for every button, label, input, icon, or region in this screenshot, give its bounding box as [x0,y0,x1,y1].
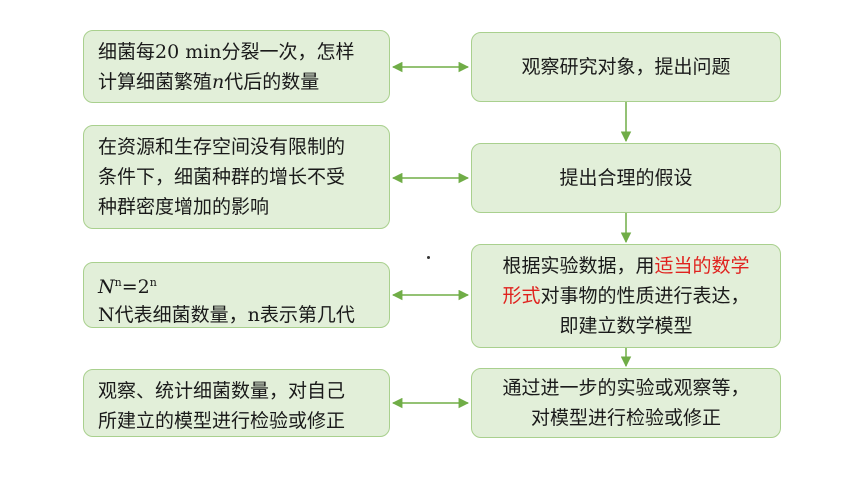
highlight-text: 形式 [502,285,541,307]
right-box-build-line3: 即建立数学模型 [559,315,693,337]
left-box-model-line2: N代表细菌数量，n表示第几代 [98,304,355,326]
right-box-observe-text: 观察研究对象，提出问题 [521,56,731,78]
text-part: 根据实验数据，用 [502,255,655,277]
formula-exp: n [114,276,122,289]
right-box-build-model: 根据实验数据，用适当的数学 形式对事物的性质进行表达， 即建立数学模型 [471,244,781,348]
text-part: 对事物的性质进行表达， [540,285,750,307]
left-box-question-line2: 计算细菌繁殖n代后的数量 [98,67,375,97]
left-box-verify-line2: 所建立的模型进行检验或修正 [98,410,346,432]
left-box-question: 细菌每20 min分裂一次，怎样 计算细菌繁殖n代后的数量 [83,30,390,103]
variable-n: n [212,71,225,93]
formula-exp2: n [149,276,157,289]
right-box-build-line2: 形式对事物的性质进行表达， [502,281,749,311]
formula: Nn=2n [98,269,375,301]
text-part: 计算细菌繁殖 [98,71,213,93]
highlight-text: 适当的数学 [654,255,750,277]
left-box-assumption-line3: 种群密度增加的影响 [98,196,270,218]
right-box-hypothesis-text: 提出合理的假设 [559,167,693,189]
formula-base: N [98,276,115,298]
stray-dot [427,256,430,259]
right-box-test: 通过进一步的实验或观察等， 对模型进行检验或修正 [471,368,781,438]
left-box-model: Nn=2n N代表细菌数量，n表示第几代 [83,262,390,328]
right-box-hypothesis: 提出合理的假设 [471,143,781,213]
formula-eq: =2 [121,276,150,298]
left-box-verify-line1: 观察、统计细菌数量，对自己 [98,380,346,402]
right-box-observe: 观察研究对象，提出问题 [471,32,781,102]
right-box-test-line1: 通过进一步的实验或观察等， [502,377,750,399]
left-box-assumption-line1: 在资源和生存空间没有限制的 [98,136,346,158]
text-part: 代后的数量 [224,71,320,93]
left-box-verify: 观察、统计细菌数量，对自己 所建立的模型进行检验或修正 [83,369,390,437]
left-box-assumption: 在资源和生存空间没有限制的 条件下，细菌种群的增长不受 种群密度增加的影响 [83,125,390,229]
left-box-question-line1: 细菌每20 min分裂一次，怎样 [98,41,355,63]
right-box-test-line2: 对模型进行检验或修正 [530,407,721,429]
left-box-assumption-line2: 条件下，细菌种群的增长不受 [98,166,346,188]
right-box-build-line1: 根据实验数据，用适当的数学 [502,251,749,281]
